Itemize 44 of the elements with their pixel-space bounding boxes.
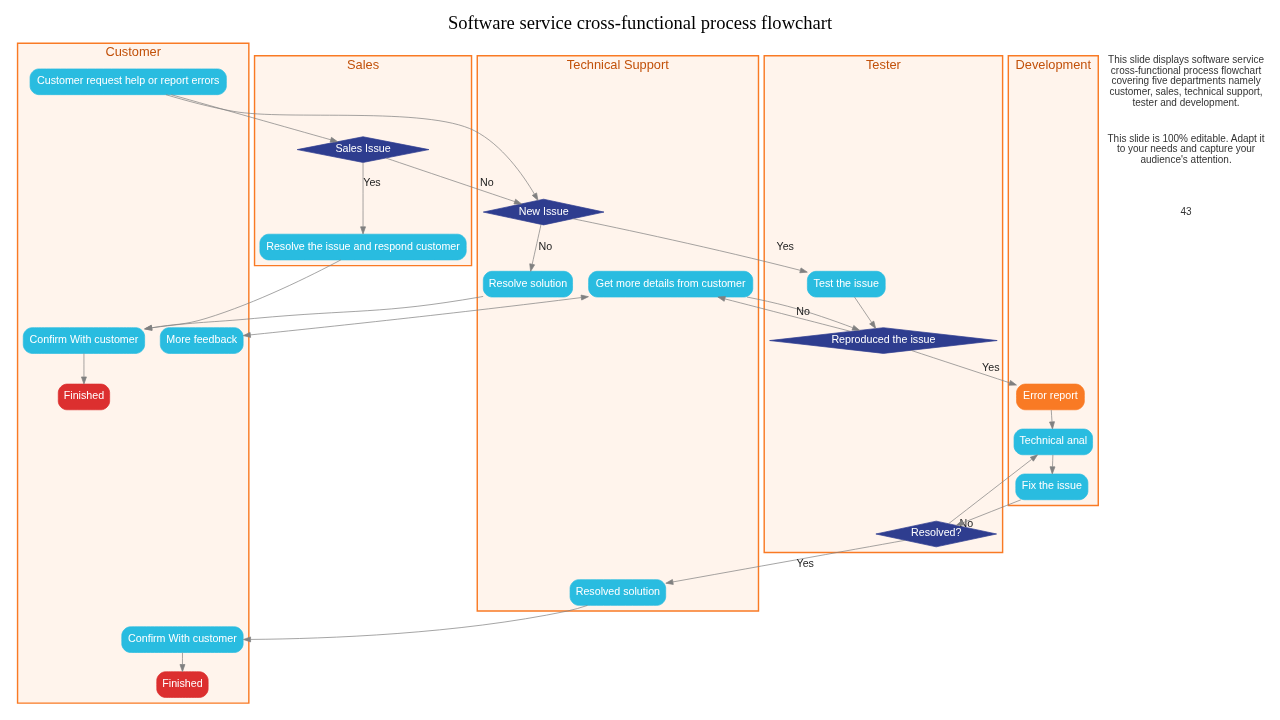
node-box: Resolve the issue and respond customer (259, 233, 467, 261)
label: This slide is 100% editable. Adapt it to your needs and capture your audience's attention. (1107, 132, 1265, 165)
edge-label: No (538, 239, 553, 252)
arrow (81, 353, 87, 385)
edge-label: Yes (796, 556, 814, 569)
node-box: Test the issue (807, 270, 886, 298)
arrow (854, 296, 877, 329)
node-box: Finished (57, 383, 110, 411)
node-box: Technical anal (1013, 428, 1093, 456)
diagram-title: Software service cross-functional process flowchart (447, 11, 833, 33)
edge-label: Yes (363, 176, 381, 189)
arrow (360, 162, 366, 235)
node-box: Resolve solution (482, 270, 573, 298)
arrow (179, 652, 186, 672)
arrow (529, 224, 542, 272)
arrow (572, 218, 808, 274)
node-box: Resolved solution (569, 579, 667, 606)
edge-label: No (796, 304, 810, 317)
arrow (170, 94, 338, 143)
arrow (385, 157, 522, 205)
node-box: Error report (1016, 383, 1085, 411)
arrow (910, 350, 1017, 386)
node-box: Confirm With customer (22, 327, 145, 354)
edge-label: No (480, 176, 494, 189)
node-box: Fix the issue (1015, 473, 1089, 501)
arrow (243, 605, 588, 643)
arrow (242, 294, 589, 338)
node-box: Confirm With customer (121, 626, 244, 653)
arrow (746, 296, 860, 331)
node-box: More feedback (159, 327, 244, 354)
arrow (665, 539, 906, 585)
arrow (956, 499, 1022, 526)
arrow (948, 454, 1038, 525)
label: 43 (1180, 205, 1192, 217)
edge-label: Yes (982, 361, 1000, 374)
edge-label: Yes (776, 239, 794, 252)
arrow (717, 296, 851, 332)
arrow (165, 94, 539, 201)
node-box: Finished (156, 671, 209, 698)
node-box: Customer request help or report errors (29, 68, 227, 95)
label: This slide displays software service cross-functional process flowchart covering five departments namely customer, sales, technical support, tester and development. (1108, 54, 1265, 108)
node-box: Get more details from customer (588, 270, 754, 298)
arrow (1049, 409, 1055, 430)
arrow (1049, 454, 1056, 475)
